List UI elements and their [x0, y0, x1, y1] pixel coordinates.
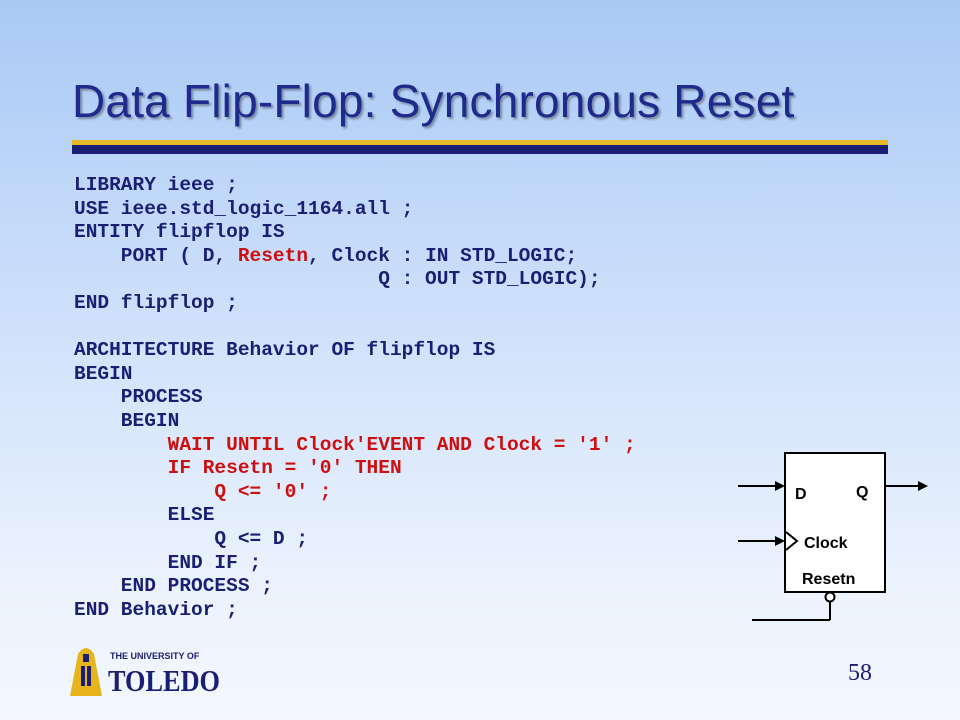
code-line: ELSE: [74, 504, 636, 528]
code-highlight: Resetn: [237, 244, 309, 267]
vhdl-code-block: LIBRARY ieee ;USE ieee.std_logic_1164.al…: [74, 174, 636, 622]
flip-flop-box: [784, 452, 886, 593]
q-port-label: Q: [856, 484, 868, 501]
code-line: Q : OUT STD_LOGIC);: [74, 268, 636, 292]
tower-emblem-icon: [70, 648, 102, 696]
code-text: Q : OUT STD_LOGIC);: [74, 268, 601, 291]
clock-input-arrow: [775, 536, 785, 546]
d-port-label: D: [795, 486, 807, 503]
code-line: END PROCESS ;: [74, 575, 636, 599]
code-line: Q <= D ;: [74, 528, 636, 552]
code-highlight: Q <= '0' ;: [74, 480, 332, 503]
code-text: , Clock : IN STD_LOGIC;: [308, 244, 578, 267]
code-line: END IF ;: [74, 552, 636, 576]
logo-line-1: THE UNIVERSITY OF: [110, 651, 200, 661]
code-line: BEGIN: [74, 410, 636, 434]
code-line: IF Resetn = '0' THEN: [74, 457, 636, 481]
code-line: BEGIN: [74, 363, 636, 387]
slide-title: Data Flip-Flop: Synchronous Reset: [72, 75, 795, 127]
clock-edge-symbol: [785, 531, 799, 551]
code-text: Q <= D ;: [74, 527, 309, 550]
code-text: PROCESS: [74, 386, 203, 409]
code-highlight: WAIT UNTIL Clock'EVENT AND Clock = '1' ;: [74, 433, 636, 456]
code-line: ENTITY flipflop IS: [74, 221, 636, 245]
code-line: END flipflop ;: [74, 292, 636, 316]
code-text: LIBRARY ieee ;: [74, 174, 238, 196]
q-output-arrow: [918, 481, 928, 491]
code-line: Q <= '0' ;: [74, 481, 636, 505]
logo-line-2: TOLEDO: [108, 663, 220, 698]
page-number: 58: [848, 660, 872, 686]
code-highlight: IF Resetn = '0' THEN: [74, 457, 402, 480]
reset-inversion-bubble: [824, 591, 836, 603]
resetn-port-label: Resetn: [802, 571, 855, 588]
code-text: END Behavior ;: [74, 598, 238, 621]
code-text: BEGIN: [74, 362, 133, 385]
code-text: END IF ;: [74, 551, 262, 574]
code-line: ARCHITECTURE Behavior OF flipflop IS: [74, 339, 636, 363]
code-line: PORT ( D, Resetn, Clock : IN STD_LOGIC;: [74, 245, 636, 269]
d-input-arrow: [775, 481, 785, 491]
flip-flop-diagram: D Q Clock Resetn: [738, 452, 928, 621]
code-line: [74, 316, 636, 340]
code-text: ARCHITECTURE Behavior OF flipflop IS: [74, 339, 496, 362]
code-text: END flipflop ;: [74, 291, 238, 314]
code-text: BEGIN: [74, 409, 180, 432]
title-rule-navy: [72, 145, 888, 154]
clock-port-label: Clock: [804, 535, 848, 552]
code-line: END Behavior ;: [74, 599, 636, 623]
university-of-toledo-logo: THE UNIVERSITY OF TOLEDO: [70, 648, 220, 698]
code-text: USE ieee.std_logic_1164.all ;: [74, 197, 414, 220]
code-line: USE ieee.std_logic_1164.all ;: [74, 198, 636, 222]
code-text: END PROCESS ;: [74, 575, 273, 598]
code-text: PORT ( D,: [74, 244, 238, 267]
code-line: LIBRARY ieee ;: [74, 174, 636, 198]
code-line: PROCESS: [74, 386, 636, 410]
code-text: ELSE: [74, 504, 215, 527]
code-text: ENTITY flipflop IS: [74, 221, 285, 244]
title-rule-gold: [72, 140, 888, 145]
code-line: WAIT UNTIL Clock'EVENT AND Clock = '1' ;: [74, 434, 636, 458]
